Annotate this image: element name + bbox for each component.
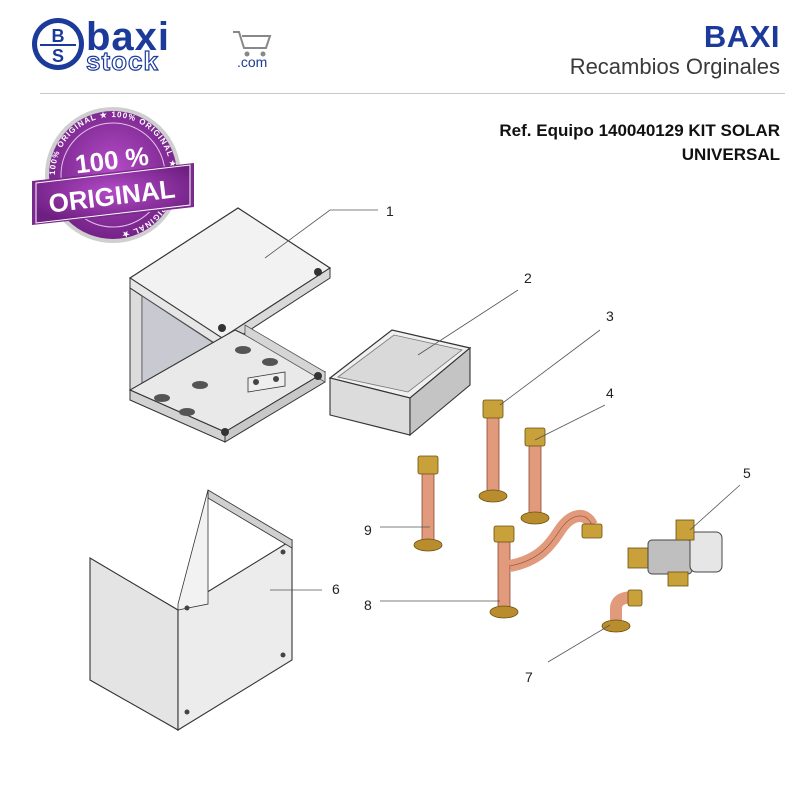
brand-subtitle: Recambios Orginales — [569, 54, 780, 79]
part-5-mixing-valve[interactable] — [627, 519, 723, 587]
svg-text:S: S — [52, 46, 64, 66]
svg-text:stock: stock — [86, 46, 159, 76]
callout-number-5: 5 — [743, 465, 751, 481]
callout-number-7: 7 — [525, 669, 533, 685]
header-divider — [40, 93, 785, 94]
callout-number-4: 4 — [606, 385, 614, 401]
callout-number-9: 9 — [364, 522, 372, 538]
original-badge: 100% ORIGINAL ★ 100% ORIGINAL ★ 100% ORI… — [28, 103, 198, 248]
callout-leader-lines — [264, 209, 741, 663]
brand-block: BAXI Recambios Orginales — [570, 20, 780, 80]
brand-name: BAXI — [703, 19, 780, 54]
shopping-cart-icon — [233, 31, 272, 57]
callout-number-3: 3 — [606, 308, 614, 324]
callout-number-8: 8 — [364, 597, 372, 613]
title-line1: Ref. Equipo 140040129 KIT SOLAR — [499, 121, 780, 140]
part-8-u-pipe-assembly[interactable] — [489, 510, 603, 619]
logo-domain: .com — [237, 54, 268, 70]
svg-text:B: B — [52, 26, 65, 46]
callout-number-6: 6 — [332, 581, 340, 597]
part-3-tall-pipe[interactable] — [478, 399, 508, 503]
baxistock-logo[interactable]: B S baxi stock — [28, 14, 288, 77]
equipment-reference-title: Ref. Equipo 140040129 KIT SOLAR UNIVERSA… — [499, 119, 780, 167]
part-6-cover-panel[interactable] — [89, 489, 293, 731]
part-7-elbow-pipe[interactable] — [601, 589, 643, 633]
part-9-straight-pipe[interactable] — [413, 455, 443, 552]
baxistock-logo-mark: B S baxi stock — [32, 15, 272, 77]
svg-text:baxi: baxi — [86, 15, 170, 59]
title-line2: UNIVERSAL — [681, 145, 780, 164]
callout-number-1: 1 — [386, 203, 394, 219]
part-4-pipe[interactable] — [520, 427, 550, 525]
part-2-heat-exchanger-tray[interactable] — [328, 329, 472, 437]
part-1-cabinet-frame[interactable] — [128, 207, 332, 443]
callout-number-2: 2 — [524, 270, 532, 286]
